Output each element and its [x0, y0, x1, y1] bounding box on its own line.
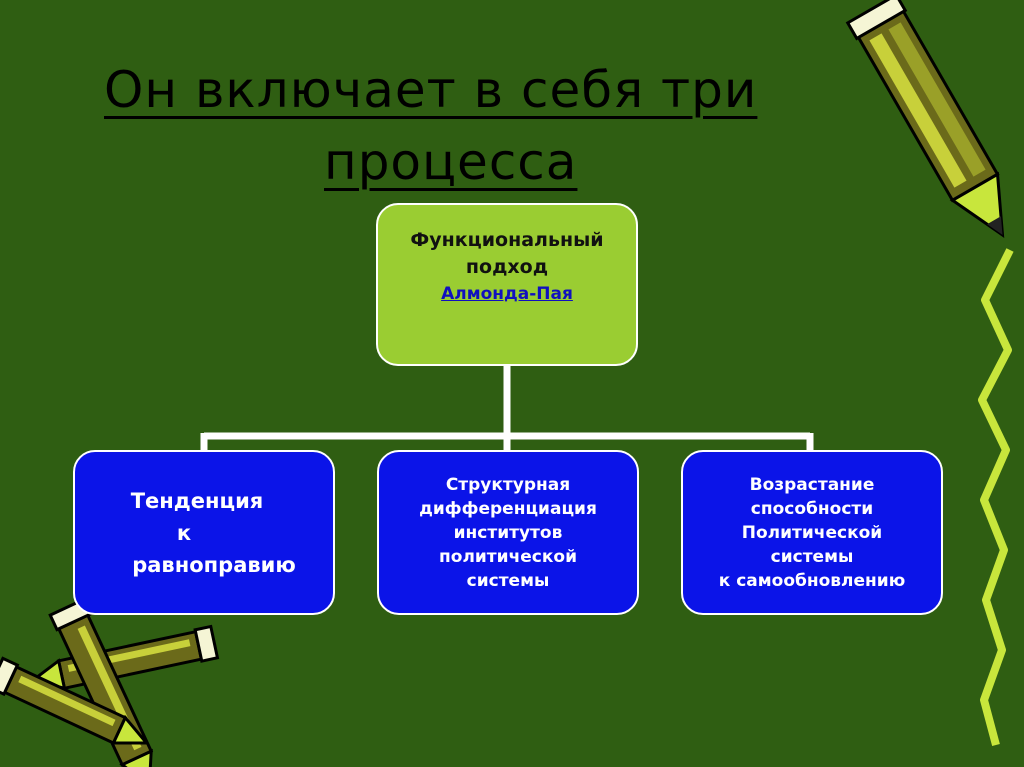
child-line: равноправию [132, 552, 296, 577]
root-link[interactable]: Алмонда-Пая [441, 284, 573, 304]
child-node-differentiation: Структурная дифференциация институтов по… [377, 450, 639, 615]
child-line: Тенденция [130, 488, 264, 513]
root-line-2: подход [465, 256, 549, 278]
slide-title-line-2: процесса [324, 133, 578, 191]
child-line: системы [770, 546, 854, 567]
child-line: к [176, 520, 192, 545]
child-line: Возрастание [749, 474, 875, 495]
root-node: Функциональный подход Алмонда-Пая [376, 203, 638, 366]
child-node-capacity: Возрастание способности Политической сис… [681, 450, 943, 615]
root-line-1: Функциональный [410, 229, 604, 251]
child-line: системы [466, 570, 550, 591]
slide-title-line-1: Он включает в себя три [104, 61, 758, 119]
child-line: способности [750, 498, 874, 519]
child-line: Политической [741, 522, 883, 543]
child-line: политической [439, 546, 577, 567]
child-node-equality: Тенденция к равноправию [73, 450, 335, 615]
child-line: институтов [453, 522, 563, 543]
child-line: дифференциация [419, 498, 597, 519]
child-line: Структурная [445, 474, 571, 495]
child-line: к самообновлению [718, 570, 906, 591]
